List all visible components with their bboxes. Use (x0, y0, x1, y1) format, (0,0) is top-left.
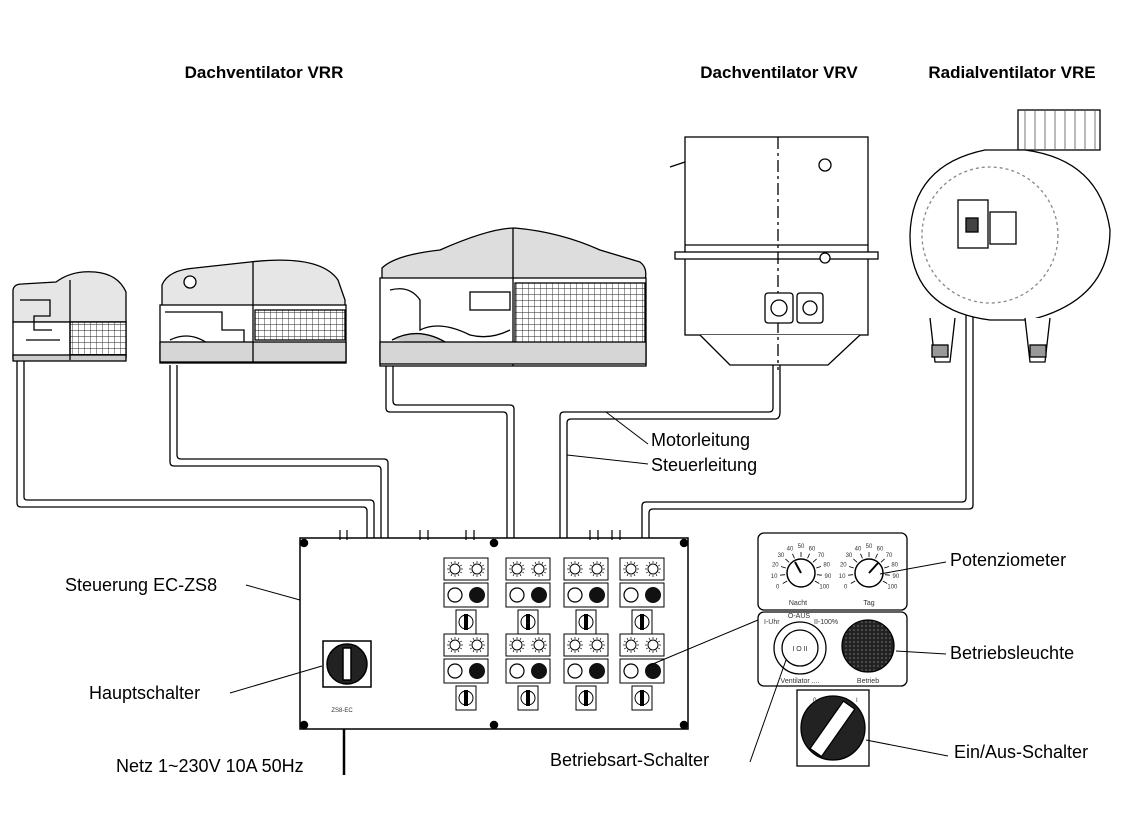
dial-tick (884, 566, 890, 569)
control-module (563, 557, 609, 635)
roof-fan-vrv (669, 136, 879, 370)
dial-tick (882, 580, 888, 584)
detail-switch-panel: I-Uhr O-AUS II-100% I O II Ventilator ..… (757, 611, 908, 687)
dial-tick (875, 553, 878, 559)
dial-tick (780, 574, 786, 576)
label-steuerung: Steuerung EC-ZS8 (65, 575, 217, 595)
leader-lines (229, 411, 949, 763)
ii100-label: II-100% (814, 619, 838, 626)
label-netz: Netz 1~230V 10A 50Hz (116, 756, 304, 776)
dial-tick (848, 574, 854, 576)
label-potenziometer: Potenziometer (950, 550, 1066, 570)
label-steuerleitung: Steuerleitung (651, 455, 757, 475)
control-modules (443, 557, 665, 711)
control-module (443, 557, 489, 635)
dial-tick (780, 566, 786, 569)
switch-pos-1: I (856, 698, 858, 704)
uhr-label: I-Uhr (764, 619, 780, 626)
dial-tick (814, 580, 820, 584)
dial-tick (812, 558, 817, 563)
dial-tick (848, 566, 854, 569)
dial-tick (785, 558, 790, 563)
dial-scale-label: 10 (771, 574, 778, 580)
betrieb-label: Betrieb (857, 678, 879, 685)
dial-tick (880, 558, 885, 563)
label-motorleitung: Motorleitung (651, 430, 750, 450)
dial-tick (884, 574, 890, 576)
dial-scale-label: 0 (776, 585, 780, 591)
control-module (619, 633, 665, 711)
dial-scale-label: 10 (839, 574, 846, 580)
title-vrv: Dachventilator VRV (700, 63, 858, 82)
dial-scale-label: 20 (840, 563, 847, 569)
oaus-label: O-AUS (788, 613, 811, 620)
control-module (505, 557, 551, 635)
dial-tick (853, 558, 858, 563)
dial-scale-label: 0 (844, 585, 848, 591)
dial-scale-label: 30 (846, 553, 853, 559)
ventilator-label: Ventilator .... (781, 678, 820, 685)
dial-scale-label: 100 (887, 585, 898, 591)
switch-pos-0: 0 (813, 698, 817, 704)
dial-tick (860, 553, 863, 559)
dial-scale-label: 90 (825, 574, 832, 580)
dial-scale-label: 50 (866, 544, 873, 550)
dial-scale-label: 70 (818, 553, 825, 559)
dial-scale-label: 40 (787, 546, 794, 552)
dial-scale-label: 50 (798, 544, 805, 550)
control-module (505, 633, 551, 711)
dial-tick (807, 553, 810, 559)
dial-tick (850, 580, 856, 584)
dial-scale-label: 40 (855, 546, 862, 552)
control-module (563, 633, 609, 711)
roof-fan-vrr-large (379, 227, 647, 367)
dial-scale-label: 70 (886, 553, 893, 559)
dial-scale-label: 80 (891, 563, 898, 569)
title-vrr: Dachventilator VRR (185, 63, 344, 82)
dial-tick (792, 553, 795, 559)
dial-scale-label: 90 (893, 574, 900, 580)
title-vre: Radialventilator VRE (928, 63, 1095, 82)
dial-scale-label: 100 (819, 585, 830, 591)
dial-tick (816, 566, 822, 569)
control-module (443, 633, 489, 711)
dial-tick (816, 574, 822, 576)
dial-tick (782, 580, 788, 584)
dial-scale-label: 60 (877, 546, 884, 552)
roof-fan-vrr-small (12, 271, 127, 362)
tag-label: Tag (863, 600, 874, 607)
dial-scale-label: 20 (772, 563, 779, 569)
label-betriebsart-schalter: Betriebsart-Schalter (550, 750, 709, 770)
control-module (619, 557, 665, 635)
detail-onoff-switch: 0 I (796, 689, 870, 767)
switch-positions: I O II (792, 646, 807, 653)
dial-scale-label: 80 (823, 563, 830, 569)
radial-fan-vre (909, 109, 1111, 363)
dial-scale-label: 60 (809, 546, 816, 552)
label-ein-aus-schalter: Ein/Aus-Schalter (954, 742, 1088, 762)
label-hauptschalter: Hauptschalter (89, 683, 200, 703)
cables (16, 252, 974, 540)
label-betriebsleuchte: Betriebsleuchte (950, 643, 1074, 663)
model-label: ZS8-EC (331, 708, 353, 714)
nacht-label: Nacht (789, 600, 807, 607)
roof-fan-vrr-medium (159, 259, 347, 364)
dial-scale-label: 30 (778, 553, 785, 559)
